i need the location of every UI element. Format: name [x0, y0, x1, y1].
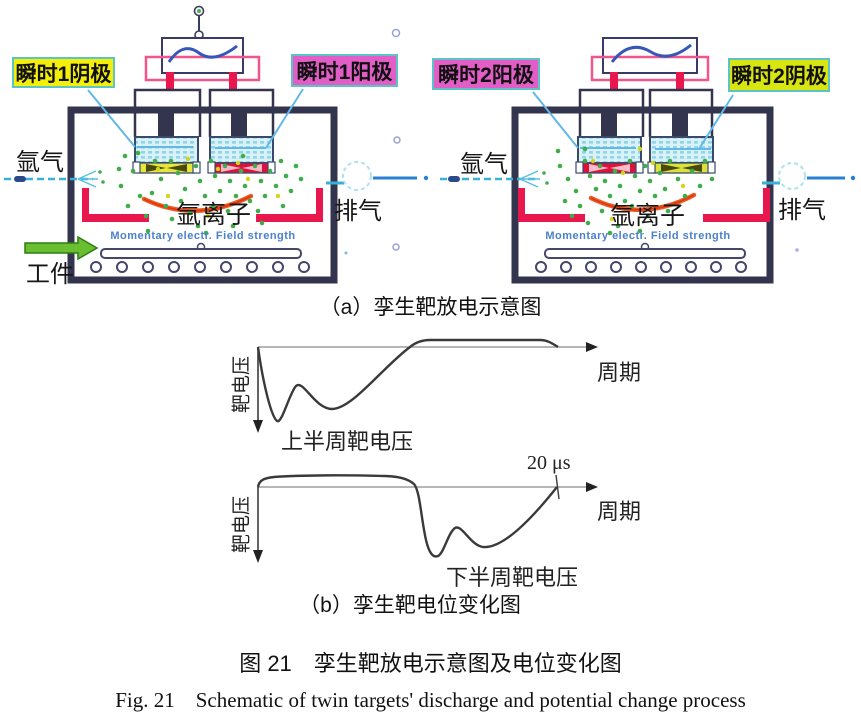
vacuum-chamber	[67, 106, 338, 284]
sine-wave-icon	[610, 43, 692, 63]
figure-caption-en: Fig. 21 Schematic of twin targets' disch…	[115, 688, 746, 712]
schematic-right	[440, 37, 856, 284]
exhaust-pipe	[326, 161, 429, 191]
magnetron-left-cathode	[132, 136, 201, 174]
plot2-y-axis-label: 靶电压	[231, 496, 253, 554]
twin-target-schematic-drawing	[4, 5, 856, 284]
substrate-holder	[90, 242, 310, 273]
anode-shields	[518, 188, 770, 222]
gas-inlet-label: 氩气	[460, 151, 508, 178]
antenna-icon	[193, 5, 205, 40]
power-wire-frame	[144, 55, 261, 82]
plot1-curve-label: 上半周靶电压	[281, 429, 414, 454]
panel-a-caption: （a）孪生靶放电示意图	[319, 296, 542, 319]
sine-wave-icon	[167, 44, 238, 63]
period-tick	[555, 474, 560, 500]
gas-inlet-pipe	[440, 170, 549, 188]
x-axis-arrow-icon	[586, 342, 598, 352]
plot2-x-axis-label: 周期	[597, 499, 642, 524]
anode-shields	[82, 188, 323, 222]
substrate-holder	[535, 242, 747, 273]
x-axis-arrow-icon	[586, 482, 598, 492]
label-leader-lines	[87, 88, 304, 149]
argon-ion-dots	[116, 150, 304, 236]
workpiece-label: 工件	[26, 261, 74, 288]
field-strength-text: Momentary electr. Field strength	[545, 230, 731, 242]
argon-ion-dots	[555, 146, 715, 236]
y-axis-arrow-icon	[253, 420, 263, 433]
label-instant2-anode: 瞬时2阳极	[432, 58, 540, 90]
voltage-curve-second-half	[256, 474, 558, 558]
ac-generator-icon	[590, 37, 710, 90]
schematic-left	[4, 5, 429, 284]
field-strength-text: Momentary electr. Field strength	[110, 230, 296, 242]
y-axis-arrow-icon	[253, 550, 263, 563]
target-supports	[133, 88, 275, 138]
waveform-plot-second-half	[253, 474, 598, 563]
figure-caption-zh: 图 21 孪生靶放电示意图及电位变化图	[239, 651, 622, 676]
label-leader-lines	[532, 91, 734, 150]
gas-inlet-label: 氩气	[16, 149, 64, 176]
exhaust-label: 排气	[778, 197, 826, 224]
plot1-x-axis-label: 周期	[597, 360, 642, 385]
plot1-y-axis-label: 靶电压	[231, 356, 253, 414]
plot2-curve-label: 下半周靶电压	[446, 565, 579, 590]
panel-b-caption: （b）孪生靶电位变化图	[299, 594, 521, 617]
decorative-dots	[344, 28, 401, 255]
ac-generator-icon	[144, 37, 261, 90]
magnetron-right-cathode	[647, 136, 716, 174]
gas-inlet-pipe	[4, 170, 105, 188]
plot2-period-mark: 20 μs	[527, 452, 571, 474]
label-instant2-cathode: 瞬时2阴极	[728, 58, 830, 92]
decorative-dot	[795, 248, 799, 252]
workpiece-arrow-icon	[24, 235, 99, 261]
target-supports	[578, 88, 714, 138]
voltage-curve-first-half	[256, 338, 559, 423]
waveform-plot-first-half	[253, 338, 598, 433]
argon-ions-label: 氩离子	[610, 202, 686, 230]
label-instant1-cathode: 瞬时1阴极	[12, 57, 115, 88]
label-instant1-anode: 瞬时1阳极	[291, 54, 398, 87]
argon-ions-label: 氩离子	[176, 201, 252, 229]
magnetron-left-anode	[575, 136, 644, 174]
exhaust-pipe	[762, 162, 856, 190]
magnetron-right-anode	[207, 136, 276, 174]
exhaust-label: 排气	[334, 198, 382, 225]
